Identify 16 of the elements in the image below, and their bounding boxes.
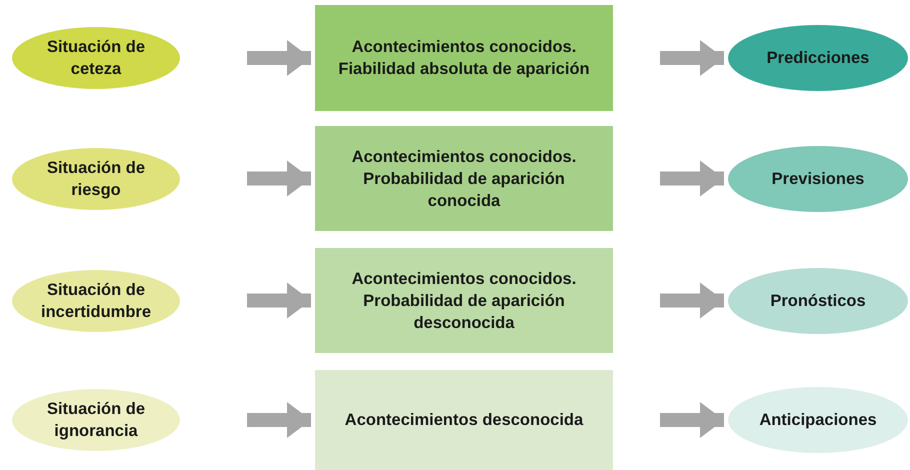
node-label: Previsiones <box>772 168 864 190</box>
process-box <box>315 370 613 470</box>
node-label: Acontecimientos conocidos. Fiabilidad absoluta de aparición <box>337 37 591 80</box>
node-label: Situación de ceteza <box>46 37 146 80</box>
process-box <box>315 126 613 231</box>
node-label: Acontecimientos conocidos. Probabilidad de aparición conocida <box>350 146 578 212</box>
node-label: Acontecimientos conocidos. Probabilidad de aparición desconocida <box>350 268 578 334</box>
node-label: Situación de riesgo <box>46 158 146 200</box>
node-label: Anticipaciones <box>759 410 877 431</box>
node-label: Situación de incertidumbre <box>40 280 152 322</box>
node-label: Pronósticos <box>770 290 866 312</box>
node-label: Acontecimientos desconocida <box>344 410 584 431</box>
process-box <box>315 5 613 111</box>
node-label: Predicciones <box>766 48 870 69</box>
node-label: Situación de ignorancia <box>46 399 146 442</box>
process-box <box>315 248 613 353</box>
